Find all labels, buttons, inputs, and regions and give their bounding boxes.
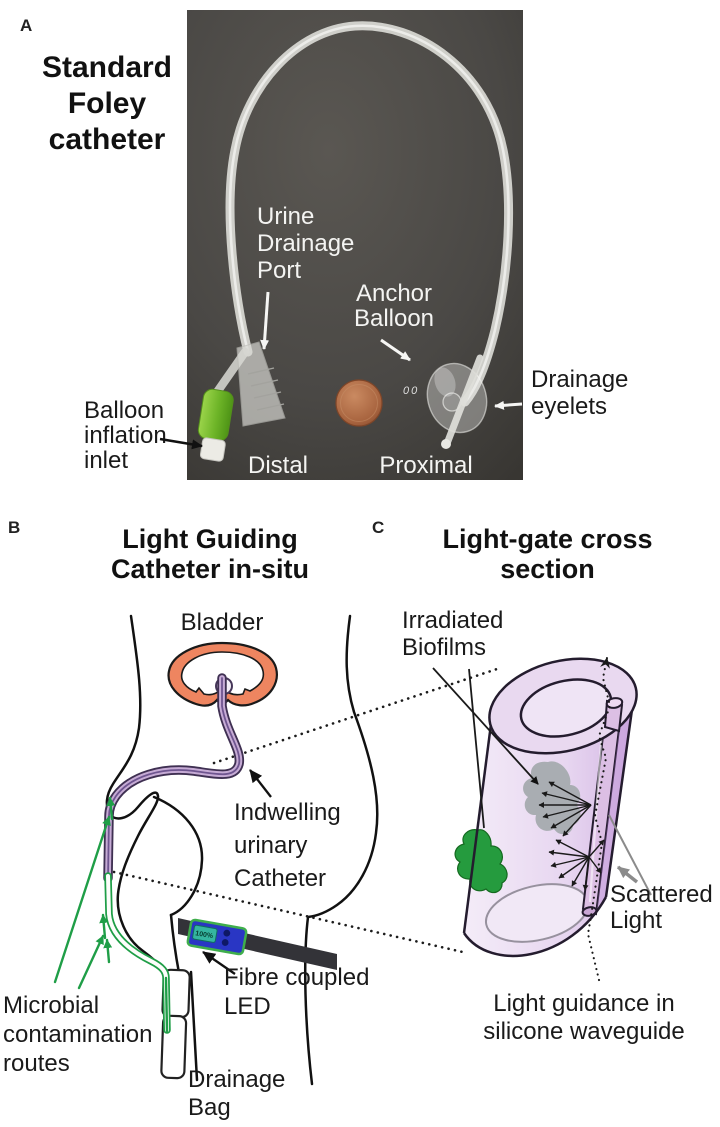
fibre-led-arrow	[202, 951, 236, 975]
urine-drainage-port-label: Urine Drainage Port	[257, 203, 355, 284]
indwelling-catheter-arrow	[249, 769, 272, 798]
penny-coin	[335, 379, 383, 427]
waveguide-top	[603, 697, 624, 733]
balloon-inlet-arrow	[159, 437, 203, 450]
led-button	[221, 939, 229, 946]
magnifier-dotted-lines	[112, 667, 499, 955]
indwelling-catheter-label: Indwelling urinary Catheter	[234, 799, 341, 892]
balloon-inflation-inlet-label: Balloon inflation inlet	[84, 397, 167, 474]
light-guidance-label: Light guidance in silicone waveguide	[483, 990, 685, 1045]
diagram-art: 100%	[53, 614, 652, 1086]
biofilm-pointer-green	[468, 668, 485, 829]
urine-drainage-funnel	[236, 341, 286, 427]
anchor-balloon-arrow	[380, 338, 411, 362]
scattered-light-rays	[538, 781, 605, 891]
drainage-eyelets-arrow	[494, 400, 523, 410]
panel-a-tag: A	[20, 16, 33, 35]
drainage-bag-label: Drainage Bag	[188, 1066, 286, 1121]
biofilm-pointer-gray	[432, 667, 539, 785]
fibre-coupled-led-label: Fibre coupled LED	[224, 964, 370, 1020]
panel-c-tag: C	[372, 518, 385, 537]
cylinder-outline	[462, 687, 637, 958]
drainage-tube	[104, 872, 171, 1034]
scattered-light-pointer-line	[608, 814, 652, 896]
guided-light-path	[586, 656, 612, 982]
panel-a-title: Standard Foley catheter	[41, 51, 173, 156]
scattered-light-label: Scattered Light	[610, 881, 713, 934]
fibre-coupled-led-device: 100%	[186, 918, 248, 956]
urine-port-arrow	[260, 291, 270, 350]
scattered-light-arrow	[616, 865, 639, 884]
anchor-balloon-label: Anchor Balloon	[353, 280, 435, 332]
catheter-tube	[225, 21, 514, 407]
proximal-label: Proximal	[379, 452, 473, 479]
catheter-photo: 00	[187, 10, 523, 480]
proximal-tube-tip	[444, 354, 484, 445]
bladder-label: Bladder	[180, 609, 264, 636]
panel-b-tag: B	[8, 518, 21, 537]
catheter-photo-art: 00	[187, 10, 523, 480]
led-button	[223, 929, 231, 937]
catheter-cross-section	[454, 657, 638, 958]
cylinder-lumen-opening	[519, 678, 613, 738]
irradiated-biofilms-label: Irradiated Biofilms	[402, 607, 504, 661]
green-biofilm	[454, 829, 508, 894]
panel-c-title: Light-gate cross section	[442, 524, 653, 584]
balloon-inflation-valve	[197, 388, 234, 462]
eyelet-marks-text: 00	[403, 385, 419, 397]
microbial-route-arrows	[53, 796, 116, 990]
microbial-routes-label: Microbial contamination routes	[3, 992, 153, 1077]
catheter-tip	[441, 439, 451, 449]
cylinder-wall-shade	[596, 688, 635, 914]
led-screen-readout: 100%	[195, 930, 215, 940]
distal-label: Distal	[247, 452, 308, 479]
indwelling-catheter-tube	[103, 673, 245, 883]
drainage-eyelets-label: Drainage eyelets	[531, 366, 629, 420]
panel-b-title: Light Guiding Catheter in-situ	[110, 524, 310, 584]
